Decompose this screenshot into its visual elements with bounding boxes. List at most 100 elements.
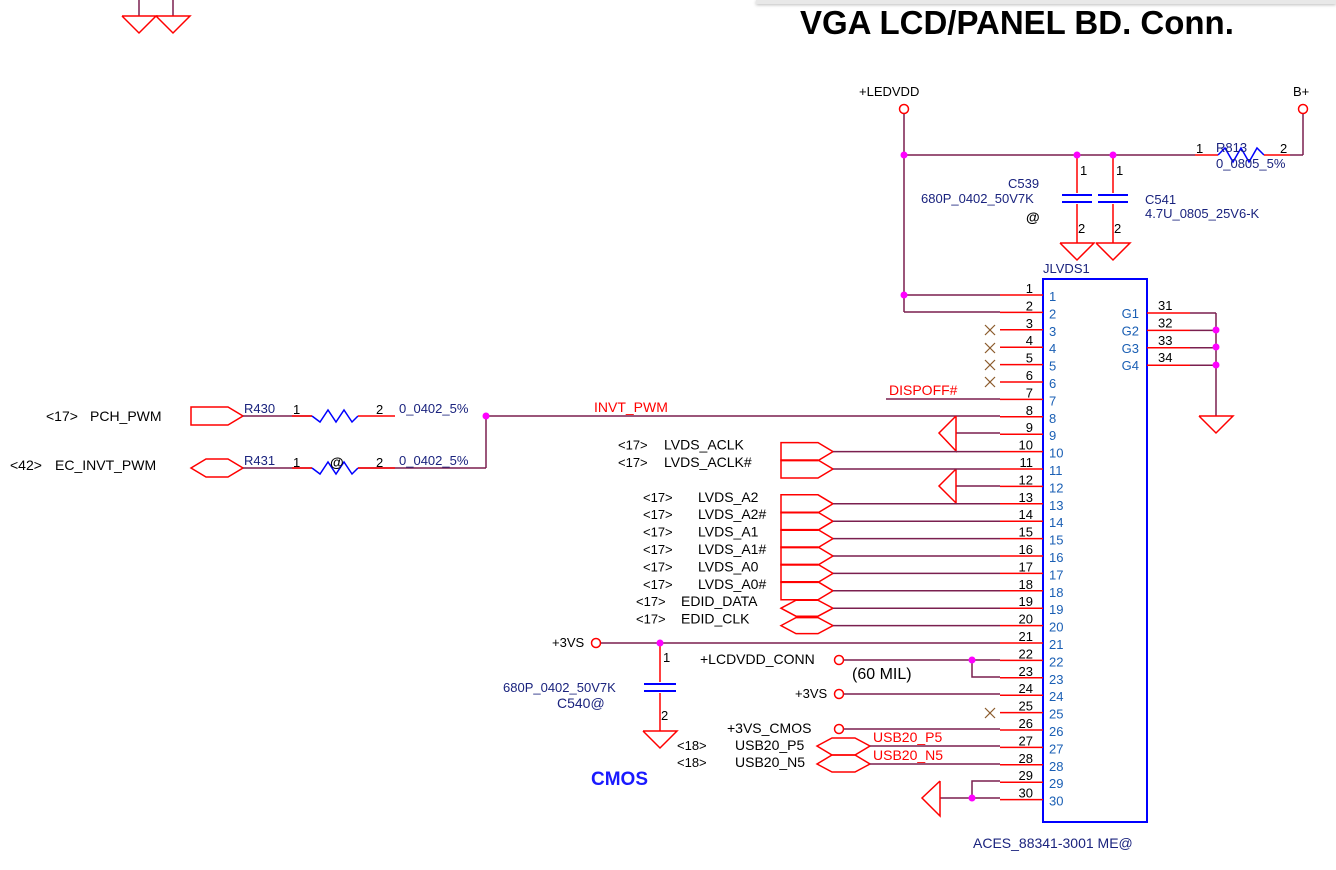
svg-text:31: 31 [1158, 298, 1172, 313]
svg-text:<17>: <17> [618, 438, 648, 453]
svg-text:680P_0402_50V7K: 680P_0402_50V7K [921, 191, 1034, 206]
connector-pin-8: 88 [1000, 403, 1056, 426]
cmos-section-label: CMOS [591, 769, 648, 790]
svg-text:@: @ [1026, 209, 1040, 225]
pin-number-outer: 11 [1020, 455, 1034, 470]
pin-number-inner: 27 [1049, 741, 1063, 756]
offpage-lvds-a1: <17> LVDS_A1# [643, 541, 1000, 566]
junction-dot [1073, 151, 1081, 159]
offpage-lvds-aclk: <17>LVDS_ACLK# [618, 454, 1000, 479]
svg-text:PCH_PWM: PCH_PWM [90, 408, 162, 424]
pin-number-outer: 17 [1019, 559, 1033, 574]
svg-text:2: 2 [376, 402, 383, 417]
svg-text:1: 1 [663, 650, 670, 665]
v3vs-cmos-power: +3VS_CMOS [727, 720, 1000, 736]
resistor-r431: R431 1 @ 2 0_0402_5% [243, 453, 486, 476]
svg-text:EDID_DATA: EDID_DATA [681, 593, 758, 609]
svg-text:+LCDVDD_CONN: +LCDVDD_CONN [700, 651, 815, 667]
pin-number-inner: 24 [1049, 689, 1063, 704]
svg-text:4.7U_0805_25V6-K: 4.7U_0805_25V6-K [1145, 206, 1260, 221]
junction-dots [482, 151, 1220, 802]
junction-dot [968, 656, 976, 664]
pin-number-outer: 16 [1019, 542, 1033, 557]
svg-text:<17>: <17> [46, 408, 78, 424]
svg-text:@: @ [330, 454, 344, 470]
svg-text:1: 1 [1196, 141, 1203, 156]
pin-number-inner: 10 [1049, 446, 1063, 461]
svg-text:LVDS_A1#: LVDS_A1# [698, 541, 766, 557]
svg-text:2: 2 [376, 455, 383, 470]
bplus-power-port: B+ [1293, 84, 1309, 115]
junction-dot [1212, 343, 1220, 351]
junction-dot [656, 639, 664, 647]
pin-number-outer: 13 [1019, 490, 1033, 505]
connector-pin-3: 33 [1000, 316, 1056, 339]
pin-number-inner: 16 [1049, 550, 1063, 565]
pin-number-outer: 3 [1026, 316, 1033, 331]
svg-text:C541: C541 [1145, 192, 1176, 207]
ground-pin-g2: G2 32 [1122, 315, 1216, 338]
svg-text:2: 2 [1114, 221, 1121, 236]
v3vs-power-a: +3VS [552, 635, 1000, 650]
pin-number-outer: 5 [1026, 351, 1033, 366]
svg-text:<17>: <17> [636, 594, 666, 609]
pin-number-inner: 8 [1049, 411, 1056, 426]
svg-text:G4: G4 [1122, 358, 1139, 373]
svg-text:USB20_P5: USB20_P5 [873, 729, 942, 745]
pin-number-outer: 19 [1019, 594, 1033, 609]
pin-number-outer: 8 [1026, 403, 1033, 418]
pin-number-outer: 20 [1019, 612, 1033, 627]
svg-text:G3: G3 [1122, 341, 1139, 356]
pin-number-outer: 6 [1026, 368, 1033, 383]
svg-text:DISPOFF#: DISPOFF# [889, 382, 958, 398]
connector-pin-4: 44 [1000, 333, 1056, 356]
pin-number-inner: 15 [1049, 533, 1063, 548]
svg-text:LVDS_A0#: LVDS_A0# [698, 576, 766, 592]
svg-text:0_0402_5%: 0_0402_5% [399, 453, 469, 468]
svg-text:32: 32 [1158, 315, 1172, 330]
ground-arrow-pins-29-30 [920, 780, 1000, 818]
svg-text:<17>: <17> [643, 542, 673, 557]
svg-text:<17>: <17> [643, 490, 673, 505]
junction-dot [1212, 326, 1220, 334]
svg-text:G2: G2 [1122, 323, 1139, 338]
offpage-edid-data: <17> EDID_DATA [636, 593, 1000, 617]
connector-pin-9: 99 [1000, 420, 1056, 443]
svg-text:1: 1 [1116, 163, 1123, 178]
svg-text:2: 2 [1280, 141, 1287, 156]
svg-text:1: 1 [1080, 163, 1087, 178]
svg-text:G1: G1 [1122, 306, 1139, 321]
pin-number-inner: 3 [1049, 324, 1056, 339]
offpage-edid-clk: <17>EDID_CLK [636, 611, 1000, 635]
svg-text:LVDS_A2#: LVDS_A2# [698, 506, 766, 522]
pin-number-inner: 28 [1049, 759, 1063, 774]
pin-number-outer: 21 [1019, 629, 1033, 644]
pin-number-outer: 18 [1019, 577, 1033, 592]
pin-number-outer: 24 [1019, 681, 1033, 696]
pin-number-outer: 30 [1019, 786, 1033, 801]
pin-number-inner: 26 [1049, 724, 1063, 739]
pin-number-outer: 9 [1026, 420, 1033, 435]
junction-dot [1109, 151, 1117, 159]
svg-text:<18>: <18> [677, 755, 707, 770]
junction-dot [968, 794, 976, 802]
pin-number-outer: 26 [1019, 716, 1033, 731]
svg-text:<17>: <17> [618, 455, 648, 470]
offpage-lvds-a2: <17>LVDS_A2 [643, 489, 1000, 514]
connector-pin-24: 24 24 [1000, 681, 1063, 704]
svg-text:680P_0402_50V7K: 680P_0402_50V7K [503, 680, 616, 695]
junction-dot [482, 412, 490, 420]
svg-text:LVDS_ACLK: LVDS_ACLK [664, 437, 745, 453]
svg-text:+3VS_CMOS: +3VS_CMOS [727, 720, 811, 736]
junction-dot [1212, 361, 1220, 369]
svg-text:<17>: <17> [643, 507, 673, 522]
